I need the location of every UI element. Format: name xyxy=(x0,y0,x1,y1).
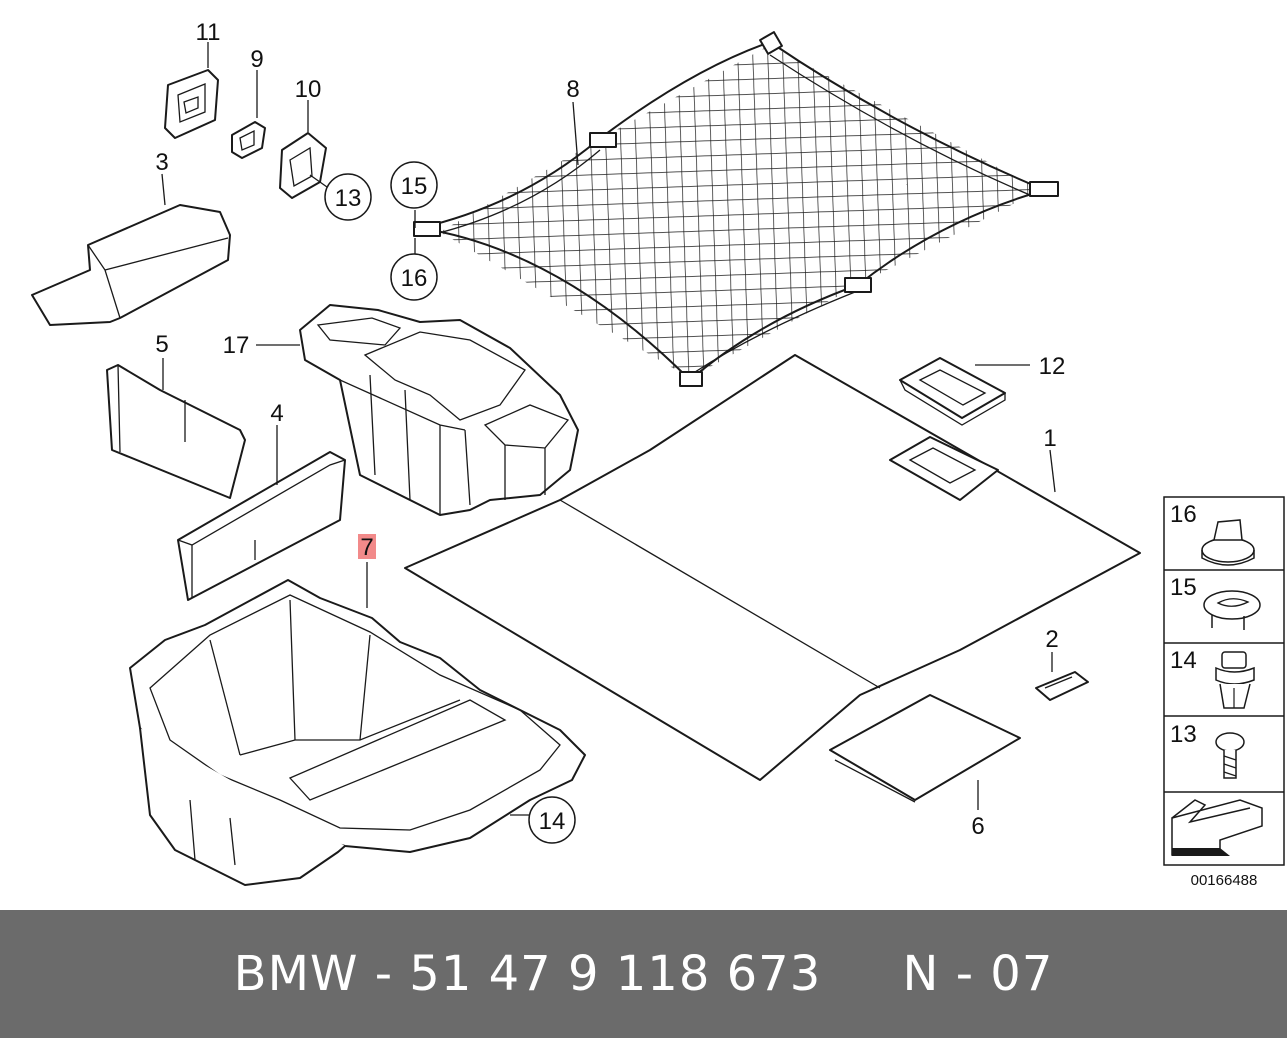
callout-circle-14 xyxy=(528,796,576,844)
label-6: 6 xyxy=(971,813,984,840)
label-16: 16 xyxy=(401,265,428,292)
screw-13-icon xyxy=(1215,732,1245,779)
part-9-clip xyxy=(231,121,266,159)
label-15: 15 xyxy=(401,173,428,200)
label-3: 3 xyxy=(155,149,168,176)
label-10: 10 xyxy=(295,76,322,103)
label-14: 14 xyxy=(539,808,566,835)
part-3-side-trim xyxy=(31,204,231,326)
part-8-luggage-net xyxy=(413,31,1059,387)
part-1-floor-cover xyxy=(404,354,1141,781)
label-17: 17 xyxy=(223,332,250,359)
label-7: 7 xyxy=(360,534,373,561)
part-10-bracket xyxy=(279,132,327,199)
callout-circle-15 xyxy=(390,161,438,209)
clip-14-icon xyxy=(1215,651,1255,709)
label-4: 4 xyxy=(270,400,283,427)
legend-number-15: 15 xyxy=(1170,574,1197,601)
part-7-trunk-tub xyxy=(129,579,586,886)
label-12: 12 xyxy=(1039,353,1066,380)
fastener-legend: 16 15 14 13 xyxy=(1163,496,1285,866)
direction-arrow-icon xyxy=(1171,799,1263,856)
highlight-box xyxy=(358,534,376,559)
label-13: 13 xyxy=(335,185,362,212)
parts-diagram: 11 9 10 3 8 15 16 13 17 5 4 7 12 1 2 6 1… xyxy=(31,19,1285,889)
label-2: 2 xyxy=(1045,626,1058,653)
callout-circle-16 xyxy=(390,253,438,301)
part-5-panel xyxy=(106,364,246,499)
legend-number-13: 13 xyxy=(1170,721,1197,748)
part-11-bracket xyxy=(164,69,219,139)
clip-15-icon xyxy=(1203,590,1261,630)
part-2-clip xyxy=(1035,671,1089,701)
label-5: 5 xyxy=(155,331,168,358)
legend-number-14: 14 xyxy=(1170,647,1197,674)
clip-16-icon xyxy=(1201,519,1255,566)
part-12-handle xyxy=(899,357,1006,426)
footer-part-info: BMW - 51 47 9 118 673 N - 07 xyxy=(233,946,1054,1002)
label-1: 1 xyxy=(1043,425,1056,452)
callout-circle-13 xyxy=(324,173,372,221)
part-6-cover xyxy=(829,694,1021,803)
label-9: 9 xyxy=(250,46,263,73)
label-11: 11 xyxy=(196,19,221,46)
footer-bar: BMW - 51 47 9 118 673 N - 07 xyxy=(0,910,1287,1038)
part-4-panel xyxy=(177,451,346,601)
legend-number-16: 16 xyxy=(1170,501,1197,528)
part-17-storage-tray xyxy=(299,304,579,516)
label-8: 8 xyxy=(566,76,579,103)
catalog-number: 00166488 xyxy=(1191,872,1258,889)
